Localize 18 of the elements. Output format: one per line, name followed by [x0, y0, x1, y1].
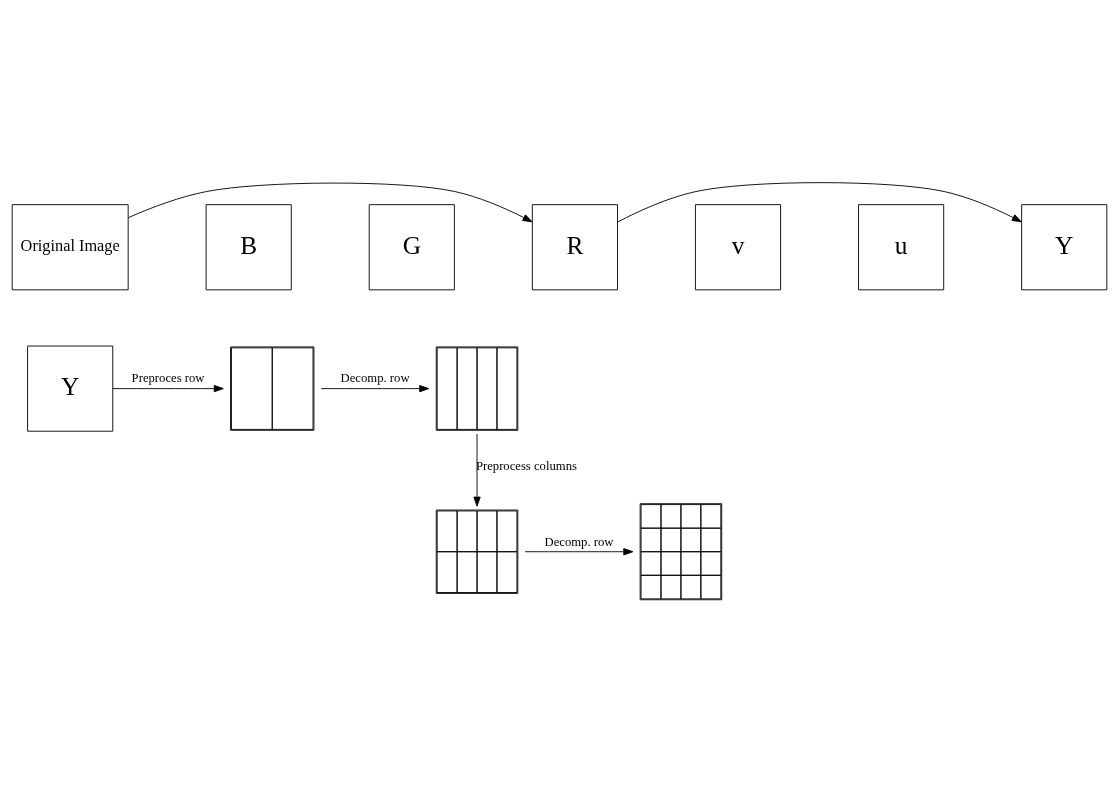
arrow: [127, 182, 533, 223]
arrow: [617, 182, 1022, 223]
arrow: [524, 548, 634, 556]
node-box: Original Image: [11, 204, 129, 291]
arrow: [320, 385, 430, 393]
edge-label: Preprocess columns: [475, 459, 577, 474]
node-box: Y: [27, 345, 114, 432]
node-box: G: [368, 204, 455, 291]
node-box: Y: [1021, 204, 1108, 291]
node-box: v: [694, 204, 782, 291]
edge-label: Decomp. row: [340, 371, 410, 386]
edge-label: Preproces row: [131, 371, 205, 386]
arrow: [112, 385, 224, 393]
edge-label: Decomp. row: [544, 534, 614, 549]
node-box: u: [858, 204, 945, 291]
node-box: R: [531, 204, 618, 291]
node-box: B: [205, 204, 292, 291]
arrow: [473, 433, 481, 507]
